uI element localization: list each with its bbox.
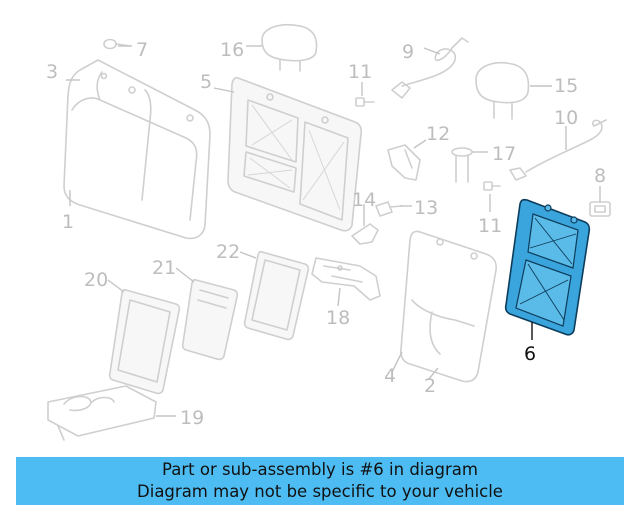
part-11-bolt-lower <box>483 181 501 191</box>
part-11-bolt-upper <box>355 97 375 107</box>
info-banner: Part or sub-assembly is #6 in diagram Di… <box>16 457 624 505</box>
part-9-release-cable <box>391 37 469 99</box>
part-5-seatback-frame <box>227 76 363 232</box>
part-4-cushion <box>400 230 497 383</box>
callout-11-lower: 11 <box>478 215 502 237</box>
callout-4: 4 <box>384 365 396 387</box>
part-20-panel <box>108 288 181 395</box>
callout-19: 19 <box>180 407 204 429</box>
callout-3: 3 <box>46 61 58 83</box>
part-16-headrest <box>261 24 318 72</box>
callout-9: 9 <box>402 41 414 63</box>
callout-6: 6 <box>524 343 536 365</box>
part-15-headrest <box>475 62 530 120</box>
callout-16: 16 <box>220 39 244 61</box>
callout-12: 12 <box>426 123 450 145</box>
part-17-guide <box>451 147 473 183</box>
part-21-panel <box>181 278 239 361</box>
part-19-armrest <box>47 385 157 441</box>
part-8-clip <box>589 201 611 217</box>
part-6-seatback-frame-highlighted[interactable] <box>504 198 591 336</box>
leader-lines <box>66 45 601 417</box>
part-13-bolt <box>375 201 403 217</box>
callout-17: 17 <box>492 143 516 165</box>
callout-20: 20 <box>84 269 108 291</box>
callout-15: 15 <box>554 75 578 97</box>
parts-diagram: 3 5 7 16 9 11 15 10 12 17 14 13 8 11 1 2… <box>46 24 611 441</box>
callout-7: 7 <box>136 39 148 61</box>
callout-1: 1 <box>62 211 74 233</box>
callout-18: 18 <box>326 307 350 329</box>
callout-2: 2 <box>424 375 436 397</box>
callout-5: 5 <box>200 71 212 93</box>
banner-line-1: Part or sub-assembly is #6 in diagram <box>162 460 478 479</box>
banner-line-2: Diagram may not be specific to your vehi… <box>137 482 503 501</box>
part-7-clip <box>103 38 131 50</box>
callout-8: 8 <box>594 165 606 187</box>
part-14-hinge <box>351 223 379 245</box>
callout-13: 13 <box>414 197 438 219</box>
callout-22: 22 <box>216 241 240 263</box>
part-22-panel <box>243 250 310 341</box>
part-10-release-cable <box>509 119 607 181</box>
callout-21: 21 <box>152 257 176 279</box>
callout-11-upper: 11 <box>348 61 372 83</box>
part-3-seatback-cover <box>63 59 211 240</box>
part-12-bracket <box>387 144 421 181</box>
part-18-bracket <box>311 257 381 301</box>
callout-14: 14 <box>352 189 376 211</box>
callout-10: 10 <box>554 107 578 129</box>
